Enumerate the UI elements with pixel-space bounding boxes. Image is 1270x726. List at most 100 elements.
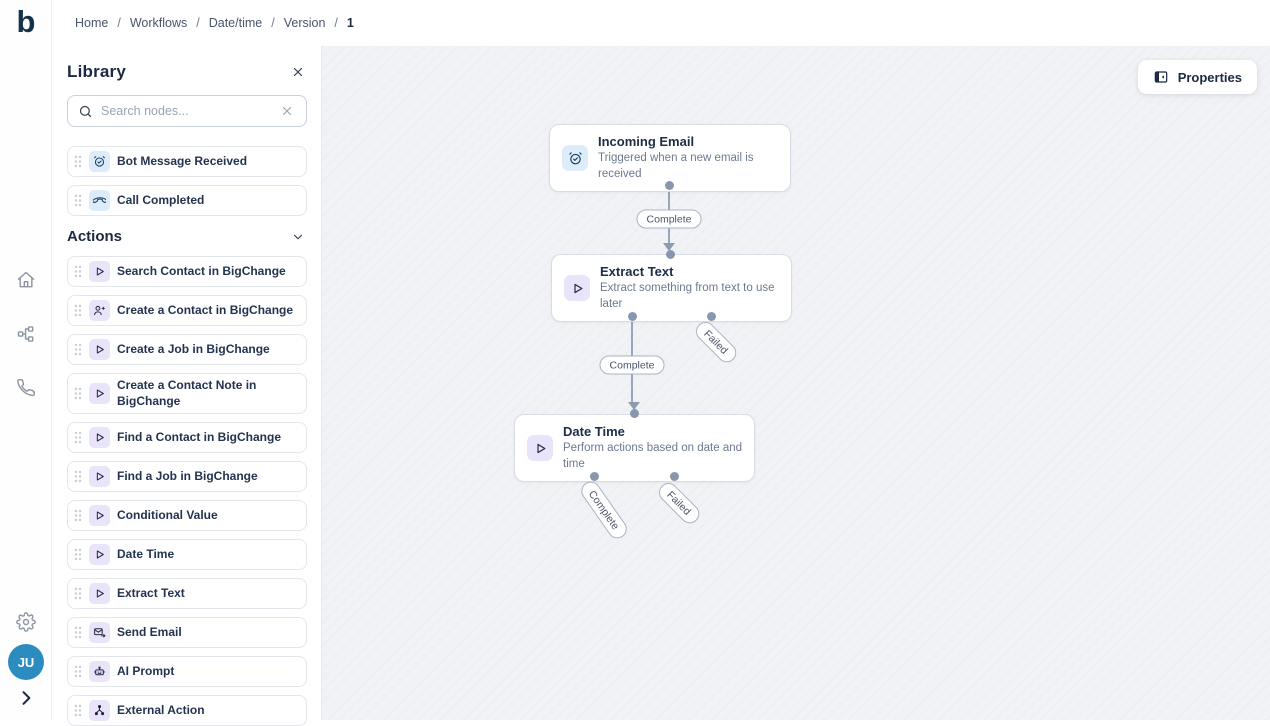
library-item-label: Find a Contact in BigChange bbox=[117, 429, 281, 444]
breadcrumb-version[interactable]: Version bbox=[283, 16, 326, 30]
alarm-check-icon bbox=[89, 151, 110, 172]
output-handle-dot[interactable] bbox=[590, 472, 599, 481]
breadcrumb: Home / Workflows / Date/time / Version /… bbox=[75, 16, 354, 30]
library-item-create-job[interactable]: Create a Job in BigChange bbox=[67, 334, 307, 365]
drag-handle-icon[interactable] bbox=[74, 265, 82, 278]
edge-arrowhead-icon bbox=[628, 402, 640, 410]
properties-button[interactable]: Properties bbox=[1137, 60, 1257, 94]
drag-handle-icon[interactable] bbox=[74, 431, 82, 444]
output-handle-dot[interactable] bbox=[628, 312, 637, 321]
library-item-label: Send Email bbox=[117, 624, 182, 639]
node-incoming-email[interactable]: Incoming Email Triggered when a new emai… bbox=[549, 124, 791, 193]
node-extract-text[interactable]: Extract Text Extract something from text… bbox=[551, 254, 792, 323]
library-item-label: Conditional Value bbox=[117, 507, 218, 522]
user-plus-icon bbox=[89, 300, 110, 321]
user-avatar[interactable]: JU bbox=[8, 644, 44, 680]
workflow-canvas[interactable]: Properties Complete Complete Failed Comp… bbox=[322, 46, 1270, 720]
search-nodes-box bbox=[67, 95, 307, 127]
top-bar: Home / Workflows / Date/time / Version /… bbox=[52, 0, 1270, 46]
library-item-label: Create a Contact Note in BigChange bbox=[117, 378, 257, 408]
library-item-conditional-value[interactable]: Conditional Value bbox=[67, 500, 307, 532]
output-handle-dot[interactable] bbox=[707, 312, 716, 321]
library-item-find-contact[interactable]: Find a Contact in BigChange bbox=[67, 422, 307, 454]
library-item-label: Extract Text bbox=[117, 585, 185, 600]
library-item-bot-message-received[interactable]: Bot Message Received bbox=[67, 146, 307, 177]
breadcrumb-separator: / bbox=[196, 16, 200, 30]
drag-handle-icon[interactable] bbox=[74, 304, 82, 317]
home-icon[interactable] bbox=[12, 266, 40, 294]
library-item-label: Create a Job in BigChange bbox=[117, 341, 270, 356]
breadcrumb-workflows[interactable]: Workflows bbox=[129, 16, 188, 30]
edge-label-failed: Failed bbox=[655, 479, 703, 527]
brand-logo[interactable]: b bbox=[16, 4, 36, 39]
play-icon bbox=[89, 261, 110, 282]
edge-label-failed: Failed bbox=[692, 318, 740, 366]
play-icon bbox=[89, 339, 110, 360]
drag-handle-icon[interactable] bbox=[74, 155, 82, 168]
breadcrumb-datetime[interactable]: Date/time bbox=[208, 16, 263, 30]
node-description: Extract something from text to use later bbox=[600, 282, 775, 310]
edge-label-complete: Complete bbox=[577, 477, 631, 543]
library-item-label: Find a Job in BigChange bbox=[117, 468, 258, 483]
close-icon[interactable] bbox=[289, 63, 307, 81]
drag-handle-icon[interactable] bbox=[74, 509, 82, 522]
drag-handle-icon[interactable] bbox=[74, 470, 82, 483]
drag-handle-icon[interactable] bbox=[74, 587, 82, 600]
play-icon bbox=[89, 544, 110, 566]
breadcrumb-separator: / bbox=[334, 16, 338, 30]
library-item-send-email[interactable]: Send Email bbox=[67, 617, 307, 649]
drag-handle-icon[interactable] bbox=[74, 194, 82, 207]
drag-handle-icon[interactable] bbox=[74, 704, 82, 717]
drag-handle-icon[interactable] bbox=[74, 548, 82, 561]
play-icon bbox=[89, 583, 110, 605]
library-item-date-time[interactable]: Date Time bbox=[67, 539, 307, 571]
library-item-label: Search Contact in BigChange bbox=[117, 263, 286, 278]
expand-sidebar-chevron-icon[interactable] bbox=[12, 684, 40, 712]
node-description: Perform actions based on date and time bbox=[563, 442, 743, 470]
actions-section-title: Actions bbox=[67, 228, 123, 245]
drag-handle-icon[interactable] bbox=[74, 387, 82, 400]
phone-icon[interactable] bbox=[12, 374, 40, 402]
library-item-label: Bot Message Received bbox=[117, 153, 248, 168]
settings-gear-icon[interactable] bbox=[12, 608, 40, 636]
library-title: Library bbox=[67, 62, 127, 81]
drag-handle-icon[interactable] bbox=[74, 626, 82, 639]
library-item-label: Create a Contact in BigChange bbox=[117, 302, 294, 317]
drag-handle-icon[interactable] bbox=[74, 665, 82, 678]
actions-section-header[interactable]: Actions bbox=[67, 228, 305, 245]
library-item-find-job[interactable]: Find a Job in BigChange bbox=[67, 461, 307, 493]
mail-send-icon bbox=[89, 622, 110, 644]
node-date-time[interactable]: Date Time Perform actions based on date … bbox=[514, 414, 755, 483]
library-item-search-contact[interactable]: Search Contact in BigChange bbox=[67, 256, 307, 287]
library-item-extract-text[interactable]: Extract Text bbox=[67, 578, 307, 610]
library-item-ai-prompt[interactable]: AI Prompt bbox=[67, 656, 307, 688]
properties-button-label: Properties bbox=[1177, 69, 1242, 85]
input-handle-dot[interactable] bbox=[666, 250, 675, 259]
library-item-call-completed[interactable]: Call Completed bbox=[67, 185, 307, 216]
branch-icon bbox=[89, 700, 110, 722]
drag-handle-icon[interactable] bbox=[74, 343, 82, 356]
library-item-label: Date Time bbox=[117, 546, 175, 561]
search-input[interactable] bbox=[101, 104, 270, 118]
output-handle-dot[interactable] bbox=[670, 472, 679, 481]
clear-search-icon[interactable] bbox=[278, 102, 296, 120]
library-item-label: AI Prompt bbox=[117, 663, 175, 678]
breadcrumb-home[interactable]: Home bbox=[75, 16, 109, 30]
library-item-create-contact-note[interactable]: Create a Contact Note in BigChange bbox=[67, 373, 307, 415]
left-rail: b JU bbox=[0, 0, 52, 720]
workflows-icon[interactable] bbox=[12, 320, 40, 348]
edge-label-complete: Complete bbox=[599, 355, 665, 375]
output-handle-dot[interactable] bbox=[665, 181, 674, 190]
library-item-label: Call Completed bbox=[117, 192, 205, 207]
play-icon bbox=[89, 466, 110, 488]
breadcrumb-separator: / bbox=[117, 16, 121, 30]
breadcrumb-separator: / bbox=[271, 16, 275, 30]
play-icon bbox=[89, 505, 110, 527]
play-icon bbox=[564, 275, 590, 302]
library-item-external-action[interactable]: External Action bbox=[67, 695, 307, 726]
library-item-create-contact[interactable]: Create a Contact in BigChange bbox=[67, 295, 307, 326]
alarm-check-icon bbox=[562, 145, 588, 172]
library-panel: Library Bot Message Received Call Comple… bbox=[52, 46, 322, 726]
input-handle-dot[interactable] bbox=[630, 409, 639, 418]
